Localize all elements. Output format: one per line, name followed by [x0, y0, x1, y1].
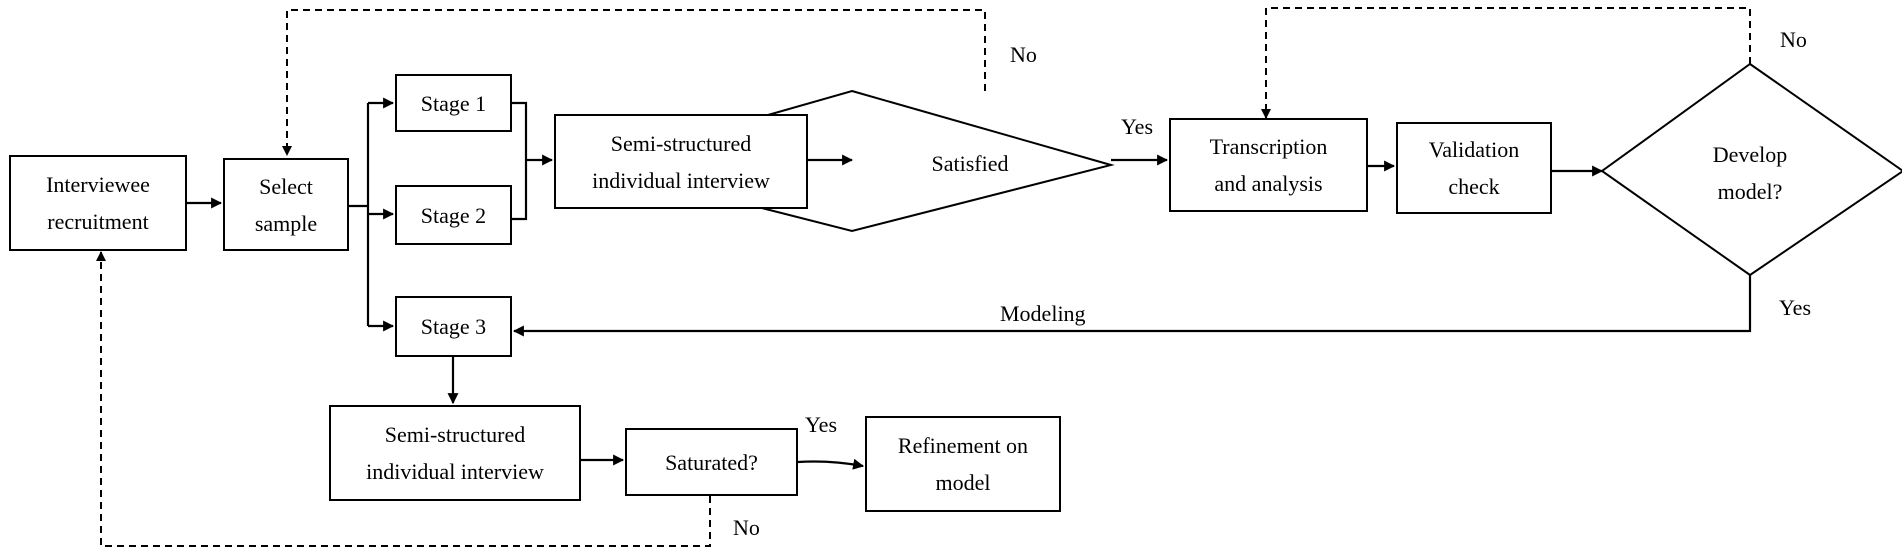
semi-structured-top-box: Semi-structured individual interview — [554, 114, 808, 209]
transcription-box: Transcription and analysis — [1169, 118, 1368, 212]
stage2-label: Stage 2 — [420, 202, 487, 228]
interviewee-recruitment-box: Interviewee recruitment — [9, 155, 187, 251]
develop-yes-label: Yes — [1779, 295, 1812, 320]
satisfied-yes-label: Yes — [1121, 114, 1154, 139]
stage3-box: Stage 3 — [395, 296, 512, 357]
transcription-label: Transcription and analysis — [1209, 134, 1328, 196]
refinement-label: Refinement on model — [897, 433, 1029, 495]
semi-structured-top-label: Semi-structured individual interview — [592, 130, 770, 193]
edge-develop-no-loop — [1261, 7, 1751, 119]
stage1-box: Stage 1 — [395, 74, 512, 132]
edge-stage1-stage2-merge — [512, 101, 528, 221]
select-sample-box: Select sample — [223, 158, 349, 251]
edge-modeling — [512, 275, 1752, 337]
edge-satisfied-no-loop — [282, 9, 986, 156]
validation-label: Validation check — [1428, 137, 1520, 199]
satisfied-label: Satisfied — [931, 150, 1009, 176]
satisfied-no-label: No — [1010, 42, 1037, 67]
stage1-label: Stage 1 — [420, 90, 487, 116]
saturated-label: Saturated? — [665, 449, 758, 475]
modeling-label: Modeling — [1000, 301, 1086, 326]
interviewee-recruitment-label: Interviewee recruitment — [46, 172, 150, 234]
stage3-label: Stage 3 — [420, 314, 487, 339]
saturated-no-label: No — [733, 515, 760, 540]
develop-model-label: Develop model? — [1712, 142, 1788, 204]
select-sample-label: Select sample — [254, 173, 318, 236]
semi-structured-bottom-box: Semi-structured individual interview — [329, 405, 581, 501]
semi-structured-bottom-label: Semi-structured individual interview — [366, 422, 544, 484]
saturated-yes-label: Yes — [805, 412, 838, 437]
edge-saturated-yes — [797, 458, 865, 470]
stage2-box: Stage 2 — [395, 185, 512, 245]
edge-saturated-no-loop — [96, 251, 711, 547]
develop-no-label: No — [1780, 27, 1807, 52]
refinement-box: Refinement on model — [865, 416, 1061, 512]
validation-box: Validation check — [1396, 122, 1552, 214]
saturated-box: Saturated? — [625, 428, 798, 496]
